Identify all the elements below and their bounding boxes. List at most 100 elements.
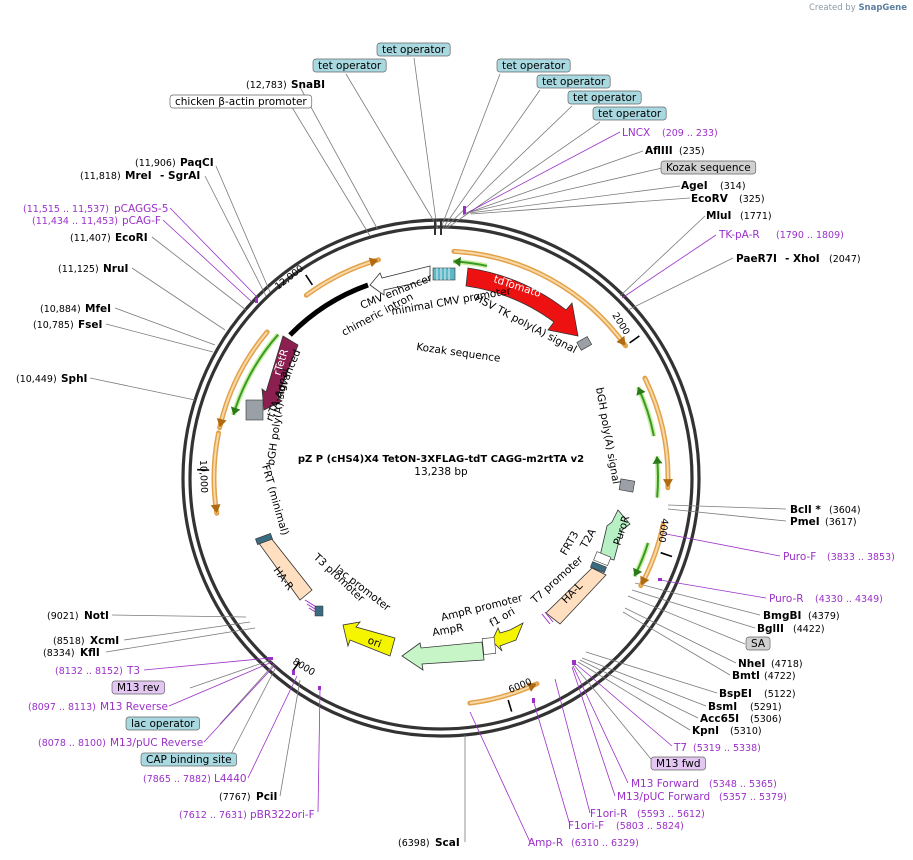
box-tet-operator-1[interactable]: tet operator [376,42,451,57]
primer-m13-forward[interactable]: M13 Forward(5348 .. 5365) [631,778,777,790]
svg-text:(5348 .. 5365): (5348 .. 5365) [709,779,777,790]
site-mlui[interactable]: MluI(1771) [706,210,772,222]
svg-text:FseI: FseI [78,319,102,331]
orf-arrowhead [616,335,626,346]
svg-text:(8518): (8518) [53,636,85,647]
svg-text:(8097 .. 8113): (8097 .. 8113) [28,702,96,713]
svg-text:(5593 .. 5612): (5593 .. 5612) [637,809,705,820]
box-label: M13 fwd [656,758,701,770]
site-bsmi[interactable]: BsmI(5291) [708,701,782,713]
site-scai[interactable]: (6398)ScaI [398,837,460,849]
box-bg [125,716,200,731]
box-bg [745,636,771,651]
box-tet-operator-5[interactable]: tet operator [567,90,642,105]
primer-m13-puc-reverse[interactable]: (8078 .. 8100)M13/pUC Reverse [38,737,203,749]
svg-text:(7767): (7767) [219,792,251,803]
site-pcii[interactable]: (7767)PciI [219,791,277,803]
primer-pbr322ori-f[interactable]: (7612 .. 7631)pBR322ori-F [179,809,315,821]
tick-4000 [660,551,673,558]
marker [292,670,295,675]
site-paqci[interactable]: (11,906)PaqCI [135,157,214,169]
tet-operator-cluster [432,267,456,281]
primer-f1ori-f[interactable]: F1ori-F(5803 .. 5824) [568,820,684,832]
primer-m13-reverse[interactable]: (8097 .. 8113)M13 Reverse [28,701,168,713]
svg-text:BglII: BglII [757,623,784,635]
marker [532,698,535,703]
site-pmei[interactable]: PmeI(3617) [790,516,857,528]
site-mrei-sgrai[interactable]: (11,818)MreI- SgrAI [80,170,200,182]
site-snabi[interactable]: (12,783)SnaBI [246,79,325,91]
primer-lncx[interactable]: LNCX(209 .. 233) [622,127,718,139]
tick-8000 [291,661,301,672]
primer-f1ori-r[interactable]: F1ori-R(5593 .. 5612) [590,808,705,820]
primer-t7[interactable]: T7(5319 .. 5338) [673,742,761,754]
box-cap-binding-site[interactable]: CAP binding site [140,752,237,767]
marker [318,686,321,690]
box-label: tet operator [502,60,566,72]
svg-text:BmtI: BmtI [732,670,760,682]
site-nrui[interactable]: (11,125)NruI [58,263,128,275]
svg-text:(6310 .. 6329): (6310 .. 6329) [571,838,639,849]
primer-puro-f[interactable]: Puro-F(3833 .. 3853) [783,551,895,563]
primer-l4440[interactable]: (7865 .. 7882)L4440 [143,773,247,785]
site-sphi[interactable]: (10,449)SphI [16,373,87,385]
site-acc65i[interactable]: Acc65I(5306) [700,713,782,725]
primer-pcag-f[interactable]: (11,434 .. 11,453)pCAG-F [32,215,161,227]
primer-m13-puc-forward[interactable]: M13/pUC Forward(5357 .. 5379) [617,791,787,803]
bgh-polya-left-box [245,399,264,421]
site-afliii[interactable]: AflIII(235) [645,145,705,157]
site-agei[interactable]: AgeI(314) [681,180,746,192]
orf-green-arrowhead [453,256,461,267]
primer-puro-r[interactable]: Puro-R(4330 .. 4349) [769,593,883,605]
site-nhei[interactable]: NheI(4718) [738,658,803,670]
box-bg [312,58,387,73]
orf-green-arrowhead [636,387,646,396]
primer-pcaggs-5[interactable]: (11,515 .. 11,537)pCAGGS-5 [23,203,168,215]
box-m13-rev[interactable]: M13 rev [111,680,165,695]
svg-text:XcmI: XcmI [90,635,119,647]
site-bmti[interactable]: BmtI(4722) [732,670,796,682]
svg-text:(7612 .. 7631): (7612 .. 7631) [179,810,247,821]
orf-green-0 [453,256,488,269]
box-chicken-beta-actin[interactable]: chicken β-actin promoter [169,94,313,109]
site-bglii[interactable]: BglII(4422) [757,623,825,635]
label-bgh-polya-right: bGH poly(A) signal [593,386,622,485]
site-bcli[interactable]: BclI *(3604) [790,504,861,516]
box-tet-operator-2[interactable]: tet operator [312,58,387,73]
box-kozak-sequence[interactable]: Kozak sequence [660,160,757,175]
box-tet-operator-6[interactable]: tet operator [592,106,667,121]
site-paer7i-xhoi[interactable]: PaeR7I- XhoI(2047) [736,253,861,265]
box-bg [592,106,667,121]
box-m13-fwd[interactable]: M13 fwd [650,756,706,771]
box-label: tet operator [318,60,382,72]
puror-arrow [599,509,631,561]
orf-inner [218,331,268,428]
site-xcmi[interactable]: (8518) XcmI [53,635,119,647]
primers-left: (11,515 .. 11,537)pCAGGS-5 (11,434 .. 11… [23,203,315,821]
marker [440,219,442,235]
site-ecori[interactable]: (11,407)EcoRI [70,232,148,244]
site-noti[interactable]: (9021)NotI [47,610,109,622]
position-ticks [197,274,673,712]
box-tet-operator-4[interactable]: tet operator [536,74,611,89]
site-mfei[interactable]: (10,884)MfeI [40,303,111,315]
box-label: tet operator [382,44,446,56]
hal-block [545,567,607,625]
label-lac-promoter: lac promoter [332,563,393,614]
primer-amp-r[interactable]: Amp-R(6310 .. 6329) [528,837,639,849]
box-tet-operator-3[interactable]: tet operator [496,58,571,73]
hsv-tk-polya-box [576,336,593,351]
site-ecorv[interactable]: EcoRV(325) [691,193,765,205]
primer-tk-pa-r[interactable]: TK-pA-R(1790 .. 1809) [718,229,844,241]
svg-text:KflI: KflI [80,647,100,659]
box-lac-operator[interactable]: lac operator [125,716,200,731]
site-bspei[interactable]: BspEI(5122) [719,688,796,700]
svg-text:pCAG-F: pCAG-F [122,215,161,227]
site-fsei[interactable]: (10,785)FseI [33,319,102,331]
site-kfli[interactable]: (8334)KflI [43,647,100,659]
site-bmgbi[interactable]: BmgBI(4379) [763,610,840,622]
box-sa[interactable]: SA [745,636,771,651]
primer-t3[interactable]: (8132 .. 8152)T3 [55,665,140,677]
site-kpni[interactable]: KpnI(5310) [692,725,762,737]
